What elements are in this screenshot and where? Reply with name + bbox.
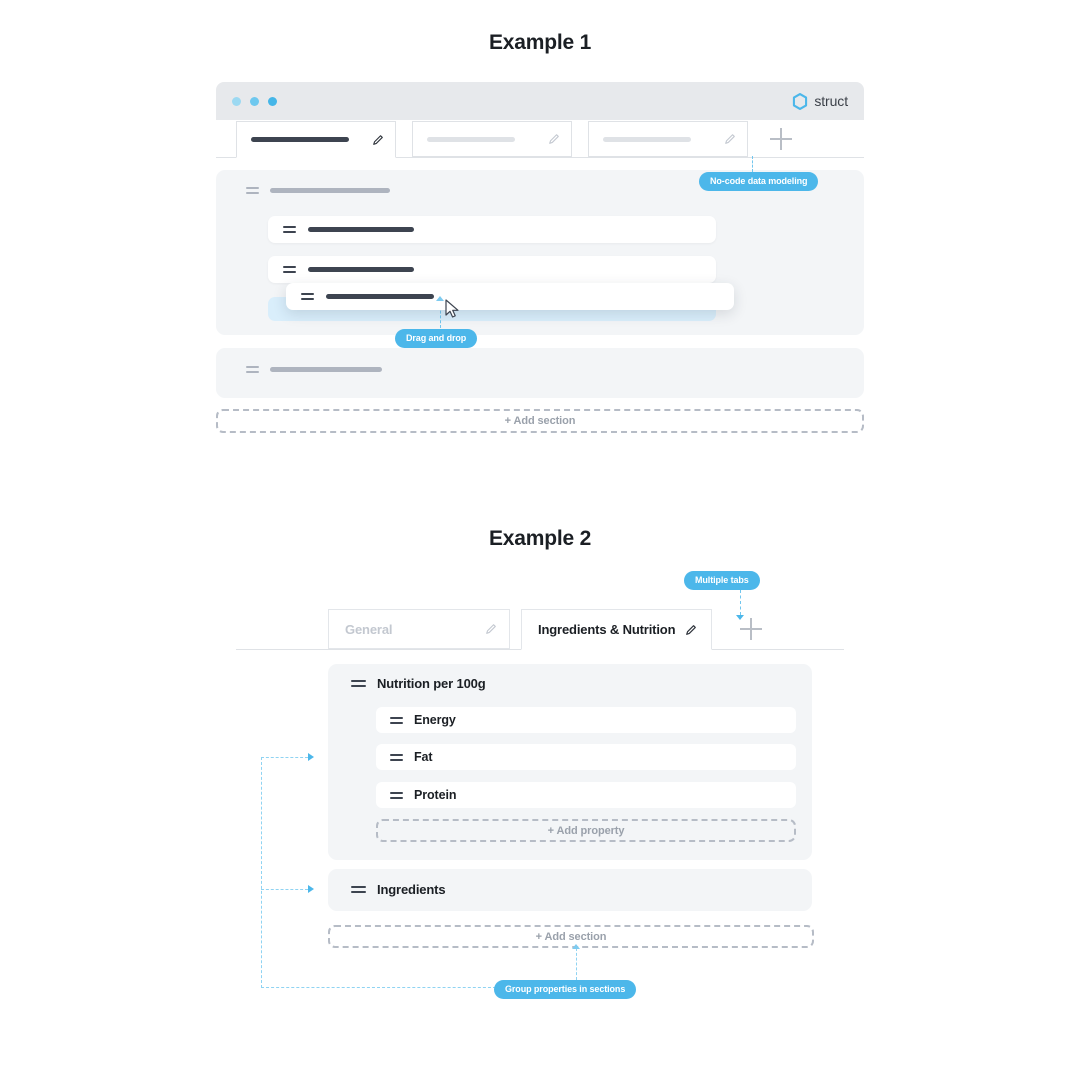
property-fat-label: Fat (414, 750, 433, 764)
app-window-titlebar: struct (216, 82, 864, 120)
tab-general-label: General (345, 621, 393, 637)
edit-pencil-icon[interactable] (485, 623, 497, 635)
window-dot-2[interactable] (250, 96, 259, 106)
badge-connector-line (739, 590, 741, 615)
section-title-placeholder (270, 367, 382, 372)
drag-handle-icon[interactable] (246, 187, 259, 194)
property-row-2[interactable] (268, 256, 716, 283)
struct-hexagon-logo-icon (793, 92, 808, 110)
example-1-tab-strip (216, 120, 864, 158)
drag-handle-icon[interactable] (301, 293, 314, 300)
group-connector-branch-2 (261, 889, 308, 890)
tab-label-placeholder (251, 137, 349, 142)
drag-handle-icon[interactable] (283, 266, 296, 273)
badge-connector-line (439, 301, 441, 328)
example-2-title: Example 2 (488, 527, 592, 550)
property-row-protein[interactable]: Protein (376, 782, 796, 808)
section-1-header[interactable] (246, 187, 390, 194)
group-arrow-right-icon (308, 885, 314, 893)
drag-handle-icon[interactable] (246, 366, 259, 373)
edit-pencil-icon[interactable] (372, 134, 384, 146)
section-nutrition-header[interactable]: Nutrition per 100g (351, 676, 486, 691)
tab-ingredients-nutrition[interactable]: Ingredients & Nutrition (521, 609, 713, 650)
edit-pencil-icon[interactable] (548, 133, 560, 145)
badge-no-code-data-modeling: No-code data modeling (699, 172, 819, 191)
drag-handle-icon[interactable] (390, 716, 403, 724)
tab-label-placeholder (603, 136, 691, 142)
badge-connector-line (752, 156, 753, 172)
section-ingredients-header[interactable]: Ingredients (351, 882, 446, 897)
tab-ingredients-label: Ingredients & Nutrition (538, 622, 676, 637)
drag-handle-icon[interactable] (351, 886, 366, 893)
window-dot-1[interactable] (232, 96, 241, 106)
property-row-fat[interactable]: Fat (376, 744, 796, 770)
section-nutrition-title: Nutrition per 100g (377, 676, 486, 691)
badge-arrow-up-icon (436, 296, 444, 301)
tab-redacted-3[interactable] (588, 121, 748, 157)
mouse-cursor-icon (445, 299, 459, 318)
add-property-button[interactable]: + Add property (376, 819, 796, 842)
example-2-tab-strip: General Ingredients & Nutrition (236, 608, 844, 650)
tab-general[interactable]: General (328, 609, 510, 649)
tab-redacted-1[interactable] (236, 121, 396, 158)
badge-multiple-tabs: Multiple tabs (684, 571, 760, 590)
drag-handle-icon[interactable] (283, 226, 296, 233)
add-section-button[interactable]: + Add section (328, 925, 814, 948)
section-title-placeholder (270, 188, 390, 193)
property-label-placeholder (308, 227, 414, 232)
add-tab-button[interactable] (770, 128, 792, 150)
window-dot-3[interactable] (268, 96, 277, 106)
group-arrow-up-icon (572, 944, 580, 949)
section-card-1 (216, 170, 864, 335)
property-label-placeholder (326, 294, 434, 299)
property-row-energy[interactable]: Energy (376, 707, 796, 733)
brand-logo: struct (792, 92, 848, 110)
property-energy-label: Energy (414, 713, 456, 727)
window-controls[interactable] (232, 96, 277, 106)
drag-handle-icon[interactable] (390, 753, 403, 761)
property-row-3-dragging[interactable] (286, 283, 734, 310)
badge-group-properties-in-sections: Group properties in sections (494, 980, 637, 999)
group-connector-branch-1 (261, 757, 308, 758)
section-card-ingredients: Ingredients (328, 869, 812, 911)
edit-pencil-icon[interactable] (724, 133, 736, 145)
group-connector-bottom (261, 987, 496, 988)
group-connector-vertical (261, 757, 262, 988)
add-section-button[interactable]: + Add section (216, 409, 864, 433)
edit-pencil-icon[interactable] (685, 624, 697, 636)
badge-arrow-down-icon (736, 615, 744, 620)
tab-redacted-2[interactable] (412, 121, 572, 157)
group-arrow-right-icon (308, 753, 314, 761)
property-row-1[interactable] (268, 216, 716, 243)
group-connector-to-add-section (576, 948, 577, 980)
add-tab-button[interactable] (740, 618, 763, 640)
section-ingredients-title: Ingredients (377, 882, 446, 897)
drag-handle-icon[interactable] (390, 791, 403, 799)
section-2-header[interactable] (246, 366, 382, 373)
tab-label-placeholder (427, 136, 515, 142)
drag-handle-icon[interactable] (351, 680, 366, 687)
example-1-title: Example 1 (488, 31, 592, 54)
property-protein-label: Protein (414, 788, 457, 802)
badge-drag-and-drop: Drag and drop (395, 329, 478, 348)
section-card-nutrition: Nutrition per 100g Energy Fat Protein (328, 664, 812, 860)
property-label-placeholder (308, 267, 414, 272)
brand-name: struct (814, 93, 848, 109)
section-card-2 (216, 348, 864, 398)
